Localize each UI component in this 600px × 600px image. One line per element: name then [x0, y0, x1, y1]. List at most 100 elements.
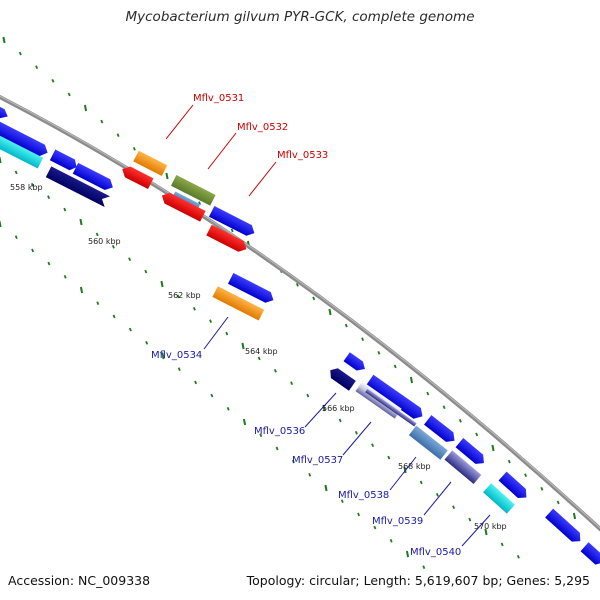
gene-label-mflv-0538[interactable]: Mflv_0538	[338, 490, 389, 501]
tick-mark	[96, 301, 100, 306]
tick-label: 560 kbp	[88, 237, 121, 246]
gene-feature[interactable]	[0, 118, 50, 159]
tick-mark	[257, 356, 261, 361]
leader-line	[165, 104, 194, 140]
tick-mark	[145, 340, 149, 345]
gene-label-mflv-0536[interactable]: Mflv_0536	[254, 426, 305, 437]
gene-feature[interactable]	[206, 224, 249, 255]
tick-mark	[241, 342, 245, 350]
gene-feature[interactable]	[170, 175, 216, 206]
tick-mark	[361, 337, 365, 342]
tick-mark	[63, 274, 67, 279]
tick-mark	[324, 484, 328, 492]
tick-mark	[442, 405, 446, 410]
gene-feature[interactable]	[483, 483, 515, 514]
gene-feature[interactable]	[49, 149, 80, 173]
gene-feature[interactable]	[327, 365, 356, 391]
leader-line	[304, 392, 337, 428]
tick-mark	[273, 368, 277, 373]
tick-mark	[475, 432, 479, 437]
tick-label: 564 kbp	[245, 347, 278, 356]
tick-mark	[0, 156, 2, 164]
gene-feature[interactable]	[545, 508, 584, 546]
gene-label-mflv-0537[interactable]: Mflv_0537	[292, 455, 343, 466]
forward-strand-genes	[0, 98, 600, 567]
leader-line	[461, 514, 491, 547]
gene-feature[interactable]	[444, 450, 482, 485]
tick-mark	[572, 512, 577, 520]
gene-feature[interactable]	[227, 273, 276, 305]
gene-label-mflv-0532[interactable]: Mflv_0532	[237, 122, 288, 133]
gene-feature[interactable]	[365, 388, 417, 427]
accession-text: Accession: NC_009338	[8, 573, 151, 588]
tick-label: 562 kbp	[168, 291, 201, 300]
gene-feature[interactable]	[159, 190, 206, 222]
genome-backbone-highlight	[0, 95, 600, 529]
genome-summary-text: Topology: circular; Length: 5,619,607 bp…	[246, 573, 590, 588]
tick-mark	[35, 65, 39, 70]
tick-mark	[484, 528, 488, 536]
tick-mark	[393, 364, 397, 369]
tick-mark	[67, 92, 71, 97]
tick-mark	[161, 352, 165, 360]
gene-feature[interactable]	[45, 166, 111, 208]
reverse-strand-genes	[0, 132, 515, 514]
gene-feature[interactable]	[212, 286, 265, 321]
gene-label-mflv-0534[interactable]: Mflv_0534	[151, 350, 202, 361]
tick-mark	[0, 220, 2, 228]
gene-labels: Mflv_0531 Mflv_0532 Mflv_0533 Mflv_0534 …	[151, 93, 461, 558]
tick-rings	[0, 36, 577, 570]
tick-mark	[79, 286, 84, 294]
gene-label-mflv-0539[interactable]: Mflv_0539	[372, 516, 423, 527]
tick-mark	[63, 207, 67, 212]
tick-mark	[128, 257, 132, 262]
tick-mark	[403, 466, 407, 474]
leader-line	[342, 421, 372, 456]
tick-mark	[30, 182, 34, 187]
tick-mark	[176, 294, 180, 299]
tick-mark	[458, 418, 462, 423]
tick-mark	[405, 550, 410, 558]
genome-backbone	[0, 94, 600, 532]
gene-feature[interactable]	[455, 438, 488, 468]
tick-mark	[177, 367, 181, 372]
tick-mark	[194, 380, 198, 385]
tick-mark	[422, 565, 426, 570]
tick-mark	[312, 296, 316, 301]
gene-feature[interactable]	[424, 415, 458, 445]
gene-feature[interactable]	[72, 162, 116, 193]
gene-feature[interactable]	[208, 206, 257, 238]
gene-label-mflv-0533[interactable]: Mflv_0533	[277, 150, 328, 161]
gene-feature[interactable]	[408, 425, 448, 460]
tick-mark	[209, 319, 213, 324]
tick-mark	[192, 306, 196, 311]
gene-feature[interactable]	[0, 98, 10, 121]
gene-feature[interactable]	[498, 471, 531, 502]
tick-mark	[225, 331, 229, 336]
tick-mark	[426, 391, 430, 396]
tick-mark	[452, 505, 456, 510]
leader-line	[248, 161, 277, 197]
gene-feature[interactable]	[133, 150, 168, 176]
gene-feature[interactable]	[580, 542, 600, 567]
tick-label: 570 kbp	[474, 522, 507, 531]
map-title: Mycobacterium gilvum PYR-GCK, complete g…	[125, 9, 475, 25]
gene-label-mflv-0540[interactable]: Mflv_0540	[410, 547, 461, 558]
tick-mark	[14, 235, 18, 240]
tick-mark	[31, 248, 35, 253]
tick-label: 558 kbp	[10, 183, 43, 192]
tick-mark	[14, 170, 18, 175]
tick-mark	[230, 228, 234, 233]
gene-feature[interactable]	[0, 132, 44, 169]
tick-mark	[112, 314, 116, 319]
gene-feature[interactable]	[343, 352, 367, 374]
tick-mark	[83, 104, 88, 112]
tick-mark	[409, 376, 414, 384]
tick-mark	[524, 473, 528, 478]
gene-feature[interactable]	[365, 374, 426, 422]
gene-label-mflv-0531[interactable]: Mflv_0531	[193, 93, 244, 104]
tick-mark	[116, 133, 120, 138]
gene-feature[interactable]	[120, 164, 154, 190]
tick-mark	[111, 244, 115, 249]
